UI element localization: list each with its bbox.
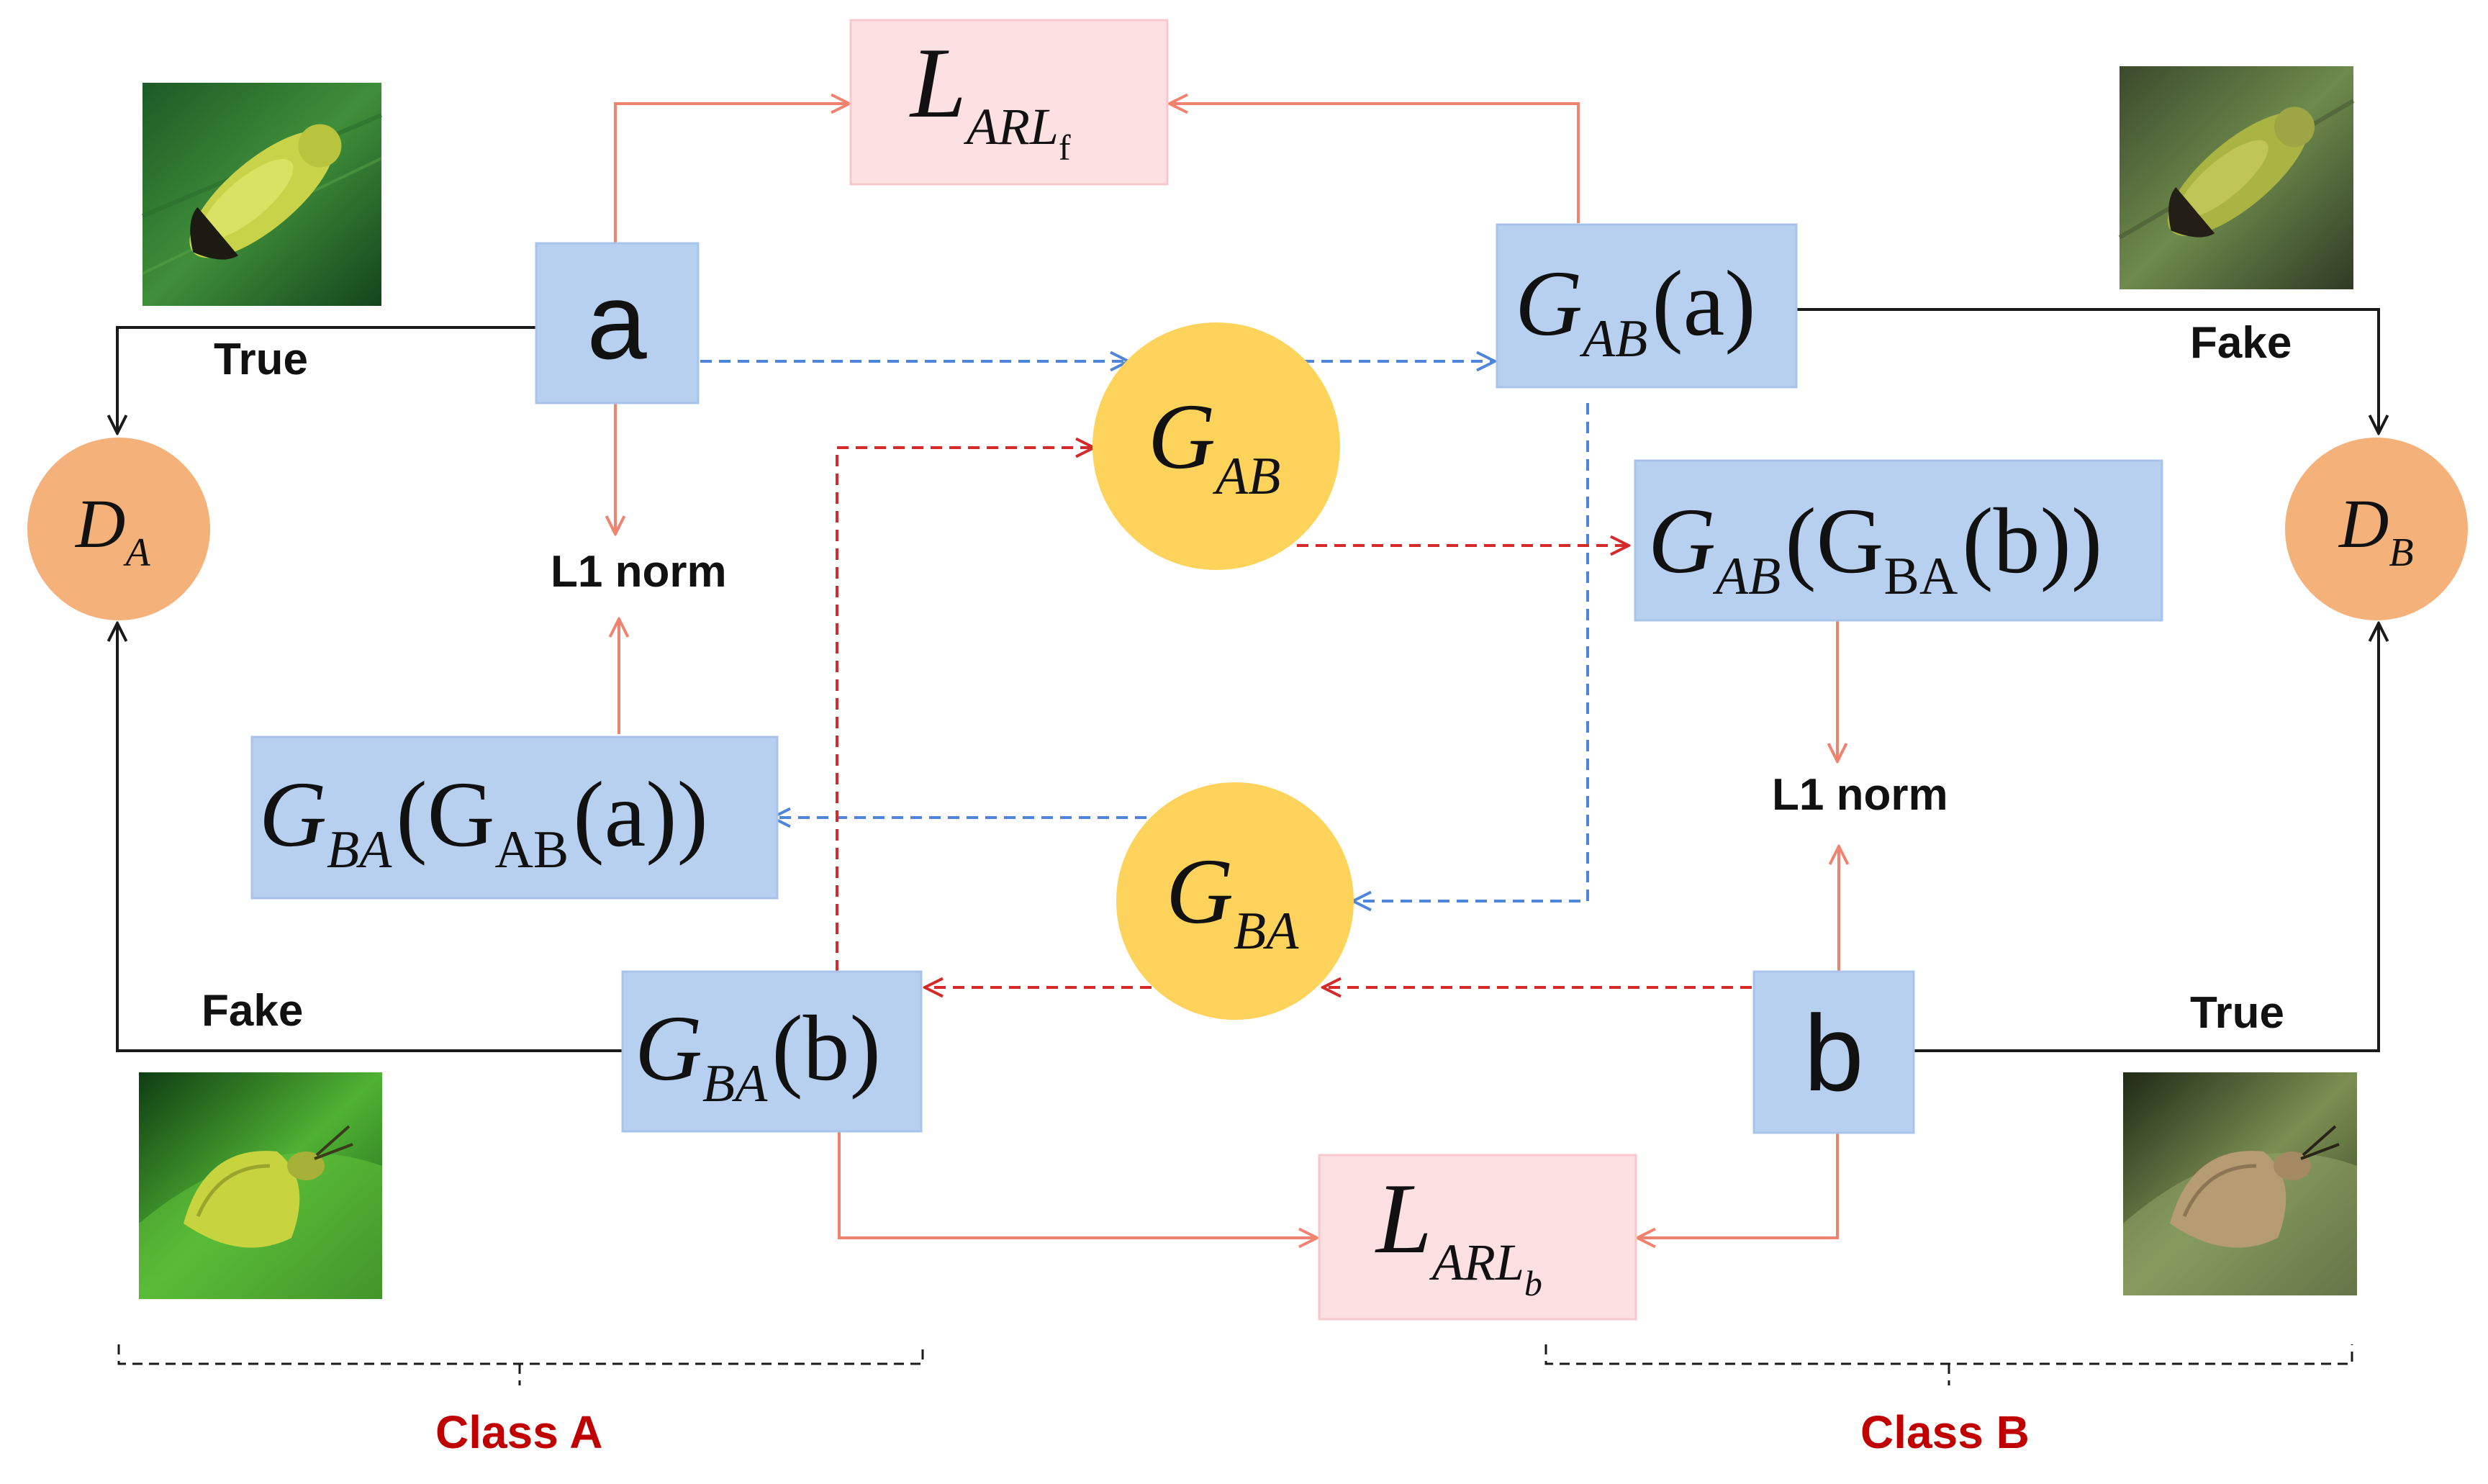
edge-gab-a-to-disc-b bbox=[1797, 308, 2379, 433]
loss-b-node: LARLb bbox=[1318, 1154, 1637, 1321]
butterfly-photo bbox=[2123, 1072, 2357, 1295]
node-gba-gab-a: GBA(GAB(a)) bbox=[250, 736, 779, 900]
edge-gba-b-to-loss-b bbox=[838, 1130, 1317, 1238]
fake-label-right: Fake bbox=[2190, 318, 2292, 368]
node-b: b bbox=[1752, 970, 1915, 1134]
gba-b-sub: BA bbox=[702, 1054, 768, 1113]
discriminator-b: DB bbox=[2285, 438, 2468, 620]
gab-gba-b-arg-close: (b)) bbox=[1962, 489, 2102, 593]
gab-a-base: G bbox=[1515, 252, 1583, 356]
class-a-brace bbox=[117, 1344, 924, 1385]
svg-text:GAB: GAB bbox=[1148, 385, 1280, 506]
svg-text:GBA(GAB(a)): GBA(GAB(a)) bbox=[259, 763, 708, 879]
node-gab-a: GAB(a) bbox=[1496, 223, 1798, 389]
svg-text:GBA(b): GBA(b) bbox=[635, 997, 881, 1113]
connectors bbox=[117, 104, 2379, 1385]
node-gba-b: GBA(b) bbox=[621, 970, 923, 1133]
leafhopper-translated-photo bbox=[2118, 66, 2355, 289]
generator-ba: GBA bbox=[1116, 782, 1354, 1020]
true-label-right: True bbox=[2190, 988, 2284, 1038]
svg-text:GAB(GBA(b)): GAB(GBA(b)) bbox=[1648, 489, 2102, 606]
disc-a-sub: A bbox=[122, 530, 150, 575]
gba-b-base: G bbox=[635, 997, 702, 1100]
svg-text:DB: DB bbox=[2338, 485, 2414, 575]
loss-f-subsub: f bbox=[1059, 127, 1071, 168]
generator-ab: GAB bbox=[1093, 322, 1340, 570]
node-gab-gba-b: GAB(GBA(b)) bbox=[1634, 459, 2163, 622]
svg-text:DA: DA bbox=[74, 485, 150, 575]
gen-ba-sub: BA bbox=[1234, 902, 1299, 961]
gba-gab-a-arg-sub: AB bbox=[494, 820, 569, 879]
fake-label-left: Fake bbox=[202, 986, 303, 1036]
gab-a-arg: (a) bbox=[1652, 252, 1755, 356]
node-a-label: a bbox=[587, 261, 647, 381]
class-b-brace bbox=[1544, 1344, 2353, 1385]
disc-b-sub: B bbox=[2389, 530, 2413, 575]
edge-b-to-disc-b bbox=[1914, 623, 2379, 1052]
edge-gba-b-to-gen-ab bbox=[836, 448, 1094, 972]
disc-a-base: D bbox=[74, 485, 125, 562]
node-a: a bbox=[535, 242, 700, 404]
gba-b-arg: (b) bbox=[772, 997, 881, 1100]
gba-gab-a-sub: BA bbox=[327, 820, 392, 879]
loss-f-node: LARLf bbox=[849, 19, 1169, 186]
gen-ba-base: G bbox=[1166, 840, 1234, 944]
true-label-left: True bbox=[214, 335, 308, 384]
edge-a-to-disc-a bbox=[117, 326, 536, 433]
gab-gba-b-base: G bbox=[1648, 489, 1716, 593]
gab-gba-b-sub: AB bbox=[1712, 547, 1781, 606]
edge-a-to-loss-f bbox=[614, 104, 849, 243]
svg-text:LARLb: LARLb bbox=[1375, 1163, 1542, 1303]
disc-b-base: D bbox=[2338, 485, 2389, 562]
edge-b-to-loss-b bbox=[1637, 1134, 1839, 1238]
class-b-label: Class B bbox=[1860, 1406, 2030, 1458]
edge-gab-a-to-loss-f bbox=[1170, 104, 1580, 223]
node-b-label: b bbox=[1804, 992, 1863, 1113]
l1-norm-bottom: L1 norm bbox=[1772, 770, 1948, 820]
butterfly-translated-photo bbox=[139, 1072, 382, 1299]
class-a-label: Class A bbox=[435, 1406, 602, 1458]
gab-gba-b-arg-sub: BA bbox=[1883, 547, 1958, 606]
gen-ab-base: G bbox=[1148, 385, 1216, 489]
gen-ab-sub: AB bbox=[1212, 447, 1280, 506]
loss-b-sub: ARL bbox=[1429, 1234, 1524, 1291]
gba-gab-a-arg-close: (a)) bbox=[573, 763, 708, 867]
leafhopper-photo bbox=[141, 83, 383, 306]
gba-gab-a-base: G bbox=[259, 763, 327, 867]
loss-f-base: L bbox=[909, 27, 967, 139]
loss-f-sub: ARL bbox=[964, 98, 1059, 155]
gab-a-sub: AB bbox=[1579, 309, 1647, 368]
loss-b-base: L bbox=[1375, 1163, 1432, 1275]
l1-norm-top: L1 norm bbox=[551, 547, 727, 597]
discriminator-a: DA bbox=[27, 438, 210, 620]
edge-gba-b-to-disc-a bbox=[117, 623, 623, 1052]
loss-b-subsub: b bbox=[1524, 1263, 1542, 1303]
svg-text:GAB(a): GAB(a) bbox=[1515, 252, 1756, 368]
gba-gab-a-arg-open: (G bbox=[396, 763, 494, 867]
edge-gab-a-to-gen-ba bbox=[1353, 403, 1589, 901]
svg-text:LARLf: LARLf bbox=[909, 27, 1071, 168]
gab-gba-b-arg-open: (G bbox=[1785, 489, 1883, 593]
svg-text:GBA: GBA bbox=[1166, 840, 1299, 961]
